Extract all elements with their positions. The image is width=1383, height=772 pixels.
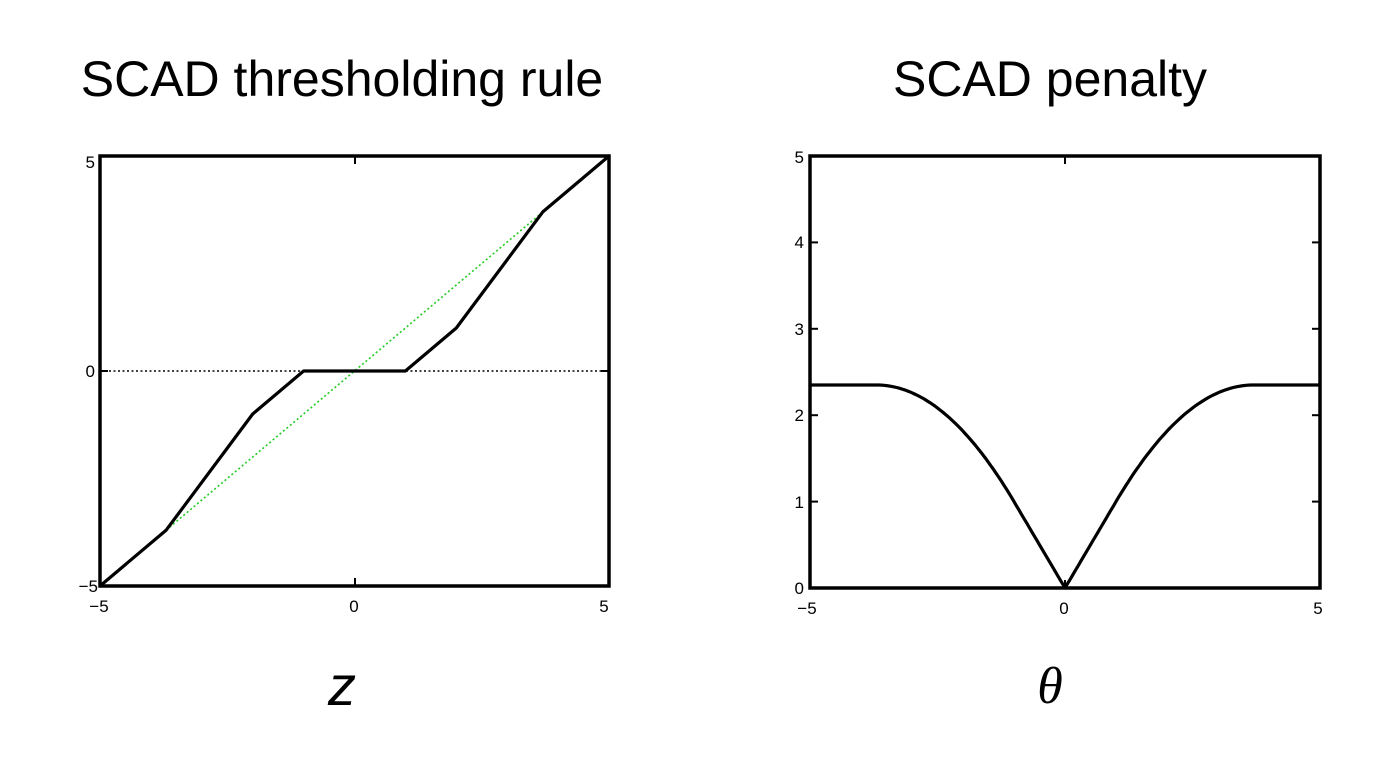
- threshold-ytick-neg5: −5: [79, 577, 98, 596]
- penalty-plot-lines: [810, 383, 1320, 590]
- penalty-ytick-1: 1: [795, 493, 804, 512]
- penalty-ytick-4: 4: [795, 233, 804, 252]
- threshold-panel: SCAD thresholding rule 5 0 −5 −5 0 5 z: [79, 51, 611, 717]
- threshold-plot-lines: [98, 154, 611, 588]
- penalty-ytick-3: 3: [795, 320, 804, 339]
- penalty-ticks: [810, 156, 1320, 588]
- threshold-series-line-reference-1: [165, 211, 544, 531]
- penalty-ytick-0: 0: [795, 579, 804, 598]
- threshold-xtick-5: 5: [599, 597, 608, 616]
- penalty-ytick-5: 5: [795, 148, 804, 167]
- threshold-xtick-0: 0: [349, 597, 358, 616]
- threshold-ticks: [100, 156, 609, 586]
- penalty-xtick-5: 5: [1313, 599, 1322, 618]
- penalty-panel: SCAD penalty 5 4 3 2 1 0 −5 0 5 θ: [795, 51, 1323, 715]
- penalty-xlabel: θ: [1037, 658, 1063, 715]
- threshold-xtick-neg5: −5: [89, 597, 108, 616]
- threshold-xlabel: z: [327, 654, 356, 717]
- threshold-ytick-0: 0: [86, 362, 95, 381]
- threshold-chart-title: SCAD thresholding rule: [81, 51, 604, 107]
- penalty-xtick-0: 0: [1059, 599, 1068, 618]
- threshold-ytick-5: 5: [86, 153, 95, 172]
- penalty-series-line-main: [810, 383, 1320, 590]
- penalty-chart-title: SCAD penalty: [893, 51, 1207, 107]
- penalty-axes-box: [808, 154, 1322, 590]
- penalty-ytick-2: 2: [795, 406, 804, 425]
- threshold-series-line-main: [98, 154, 611, 588]
- penalty-xtick-neg5: −5: [797, 599, 816, 618]
